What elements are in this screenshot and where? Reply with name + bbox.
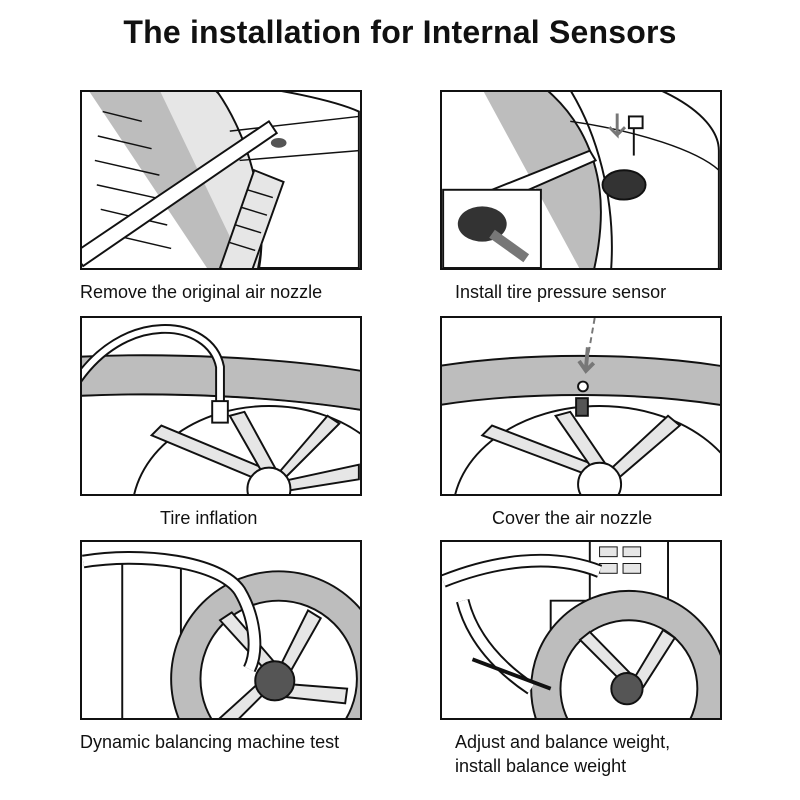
balance-weight-drawing — [442, 542, 720, 718]
remove-air-nozzle-drawing — [82, 92, 360, 268]
step-4-illustration — [440, 316, 722, 496]
tire-inflation-drawing — [82, 324, 360, 494]
step-5-illustration — [80, 540, 362, 720]
step-6-illustration — [440, 540, 722, 720]
step-1-illustration — [80, 90, 362, 270]
step-1-caption: Remove the original air nozzle — [80, 282, 323, 302]
step-6-caption-line-1: Adjust and balance weight, — [455, 732, 671, 752]
step-2-caption: Install tire pressure sensor — [455, 282, 667, 302]
step-4-caption: Cover the air nozzle — [492, 508, 653, 528]
step-3-caption: Tire inflation — [160, 508, 258, 528]
balancing-machine-test-drawing — [82, 551, 360, 718]
page-title: The installation for Internal Sensors — [123, 14, 677, 50]
step-2-illustration — [440, 90, 722, 270]
cover-air-nozzle-drawing — [442, 318, 720, 494]
step-6-caption-line-2: install balance weight — [455, 756, 627, 776]
install-sensor-drawing — [442, 92, 720, 268]
step-3-illustration — [80, 316, 362, 496]
step-6-caption: Adjust and balance weight, install balan… — [455, 730, 670, 778]
step-5-caption: Dynamic balancing machine test — [80, 732, 340, 752]
